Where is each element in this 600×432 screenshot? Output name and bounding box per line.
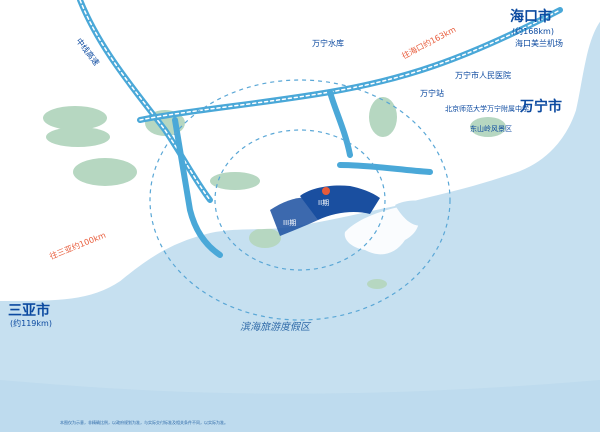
markers xyxy=(322,187,330,195)
radius-rings xyxy=(149,79,451,321)
sea-deep xyxy=(0,380,600,432)
green-areas xyxy=(43,97,506,289)
coastline xyxy=(0,19,600,301)
bay-shape xyxy=(395,200,436,226)
project-area xyxy=(270,185,380,236)
peninsula xyxy=(344,205,420,255)
highways xyxy=(77,0,563,258)
